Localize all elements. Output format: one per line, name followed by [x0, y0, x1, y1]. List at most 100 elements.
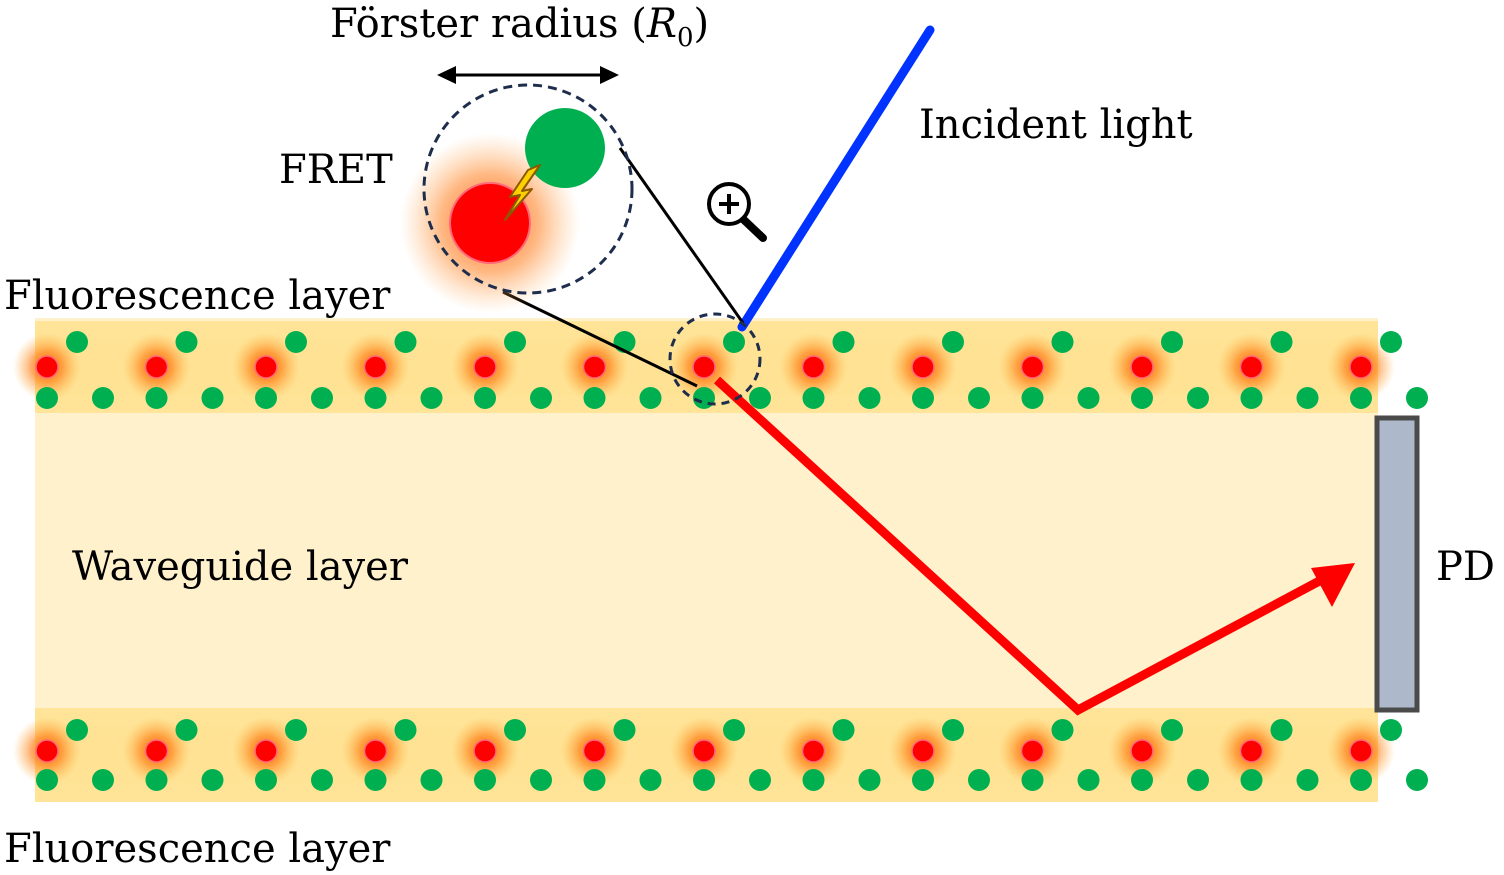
acceptor-molecule [35, 355, 59, 379]
donor-molecule [474, 387, 496, 409]
donor-molecule [1021, 769, 1044, 791]
acceptor-molecule [1349, 355, 1373, 379]
donor-molecule [1021, 387, 1044, 409]
donor-molecule [394, 331, 417, 353]
donor-molecule [749, 769, 771, 791]
donor-molecule [723, 719, 745, 741]
acceptor-molecule [144, 355, 169, 379]
donor-molecule [802, 769, 825, 791]
donor-molecule [201, 769, 224, 791]
donor-molecule [530, 769, 552, 791]
acceptor-molecule [254, 739, 278, 763]
donor-molecule [1380, 719, 1402, 741]
donor-molecule [504, 719, 526, 741]
acceptor-molecule [473, 355, 497, 379]
donor-molecule [749, 387, 771, 409]
donor-molecule [912, 387, 934, 409]
donor-molecule [145, 387, 168, 409]
acceptor-molecule [1239, 355, 1264, 379]
acceptor-molecule [1239, 739, 1264, 763]
acceptor-molecule [801, 739, 826, 763]
fluorescence-layer-bottom-label: Fluorescence layer [4, 826, 391, 872]
acceptor-molecule [582, 355, 607, 379]
donor-molecule [723, 331, 745, 353]
donor-molecule [92, 769, 114, 791]
acceptor-molecule [911, 739, 935, 763]
acceptor-molecule [582, 739, 607, 763]
donor-molecule [311, 769, 333, 791]
donor-molecule [1077, 769, 1100, 791]
donor-molecule [145, 769, 168, 791]
acceptor-molecule [911, 355, 935, 379]
donor-molecule [175, 331, 198, 353]
donor-molecule [1240, 387, 1263, 409]
donor-molecule [1350, 387, 1372, 409]
zoom-source-circle [668, 312, 762, 406]
donor-molecule [802, 387, 825, 409]
zoom-in-magnifier-icon [707, 182, 767, 242]
donor-molecule [639, 387, 662, 409]
donor-molecule [613, 719, 636, 741]
donor-molecule [36, 387, 58, 409]
acceptor-molecule [254, 355, 278, 379]
donor-molecule [1406, 387, 1428, 409]
donor-molecule [1380, 331, 1402, 353]
zoom-callout-line [618, 147, 745, 324]
fluorophore-molecules [13, 331, 1428, 791]
donor-molecule [66, 331, 88, 353]
donor-molecule [420, 769, 443, 791]
donor-molecule [36, 769, 58, 791]
waveguide-layer-label: Waveguide layer [72, 544, 409, 590]
donor-molecule [1051, 719, 1074, 741]
donor-molecule [693, 387, 715, 409]
donor-molecule [285, 331, 307, 353]
donor-molecule [1296, 769, 1319, 791]
acceptor-molecule [363, 739, 388, 763]
acceptor-molecule [1020, 739, 1045, 763]
photodetector [1374, 415, 1420, 713]
lightning-bolt-icon [504, 164, 541, 221]
donor-molecule [693, 769, 715, 791]
acceptor-molecule [692, 739, 716, 763]
donor-molecule [474, 769, 496, 791]
acceptor-molecule [473, 739, 497, 763]
acceptor-molecule [1020, 355, 1045, 379]
donor-molecule [1270, 331, 1293, 353]
donor-molecule [1350, 769, 1372, 791]
emission-light-path [713, 376, 1328, 716]
zoom-callout-line [502, 290, 698, 388]
acceptor-molecule [1349, 739, 1373, 763]
donor-molecule [364, 387, 387, 409]
donor-molecule [1131, 387, 1153, 409]
donor-molecule [968, 387, 990, 409]
donor-molecule [1187, 387, 1209, 409]
donor-molecule [1161, 719, 1183, 741]
donor-molecule [858, 387, 881, 409]
donor-molecule [525, 108, 605, 188]
donor-molecule [639, 769, 662, 791]
donor-molecule [832, 331, 855, 353]
donor-molecule [942, 719, 964, 741]
donor-molecule [1161, 331, 1183, 353]
donor-molecule [1296, 387, 1319, 409]
donor-molecule [1187, 769, 1209, 791]
donor-molecule [420, 387, 443, 409]
donor-molecule [92, 387, 114, 409]
emission-arrowhead [1311, 563, 1355, 607]
donor-molecule [1240, 769, 1263, 791]
donor-molecule [255, 769, 277, 791]
arrowhead-right [600, 66, 619, 84]
donor-molecule [394, 719, 417, 741]
donor-molecule [1131, 769, 1153, 791]
donor-molecule [1406, 769, 1428, 791]
donor-molecule [311, 387, 333, 409]
donor-molecule [285, 719, 307, 741]
acceptor-molecule [449, 182, 531, 264]
donor-molecule [1051, 331, 1074, 353]
arrowhead-left [437, 66, 456, 84]
photodetector-label: PD [1436, 544, 1495, 590]
donor-molecule [1270, 719, 1293, 741]
acceptor-molecule [35, 739, 59, 763]
donor-molecule [255, 387, 277, 409]
